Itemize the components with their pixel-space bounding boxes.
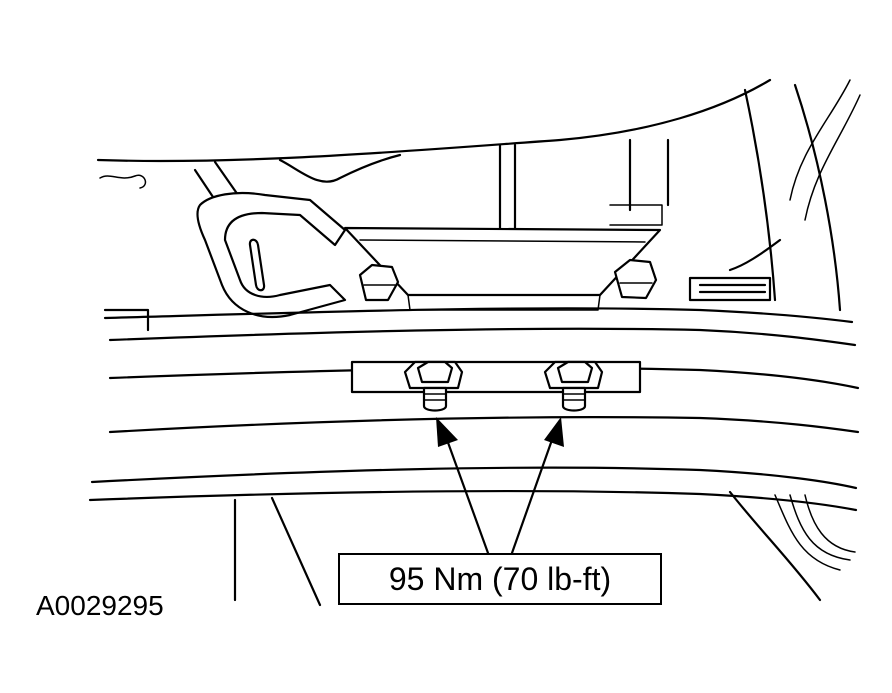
center-right-bracket: [609, 204, 663, 226]
center-right-rod: [628, 138, 670, 212]
right-clip: [688, 276, 772, 302]
lower-left-bolt: [403, 360, 464, 412]
right-frame-line-2: [793, 83, 842, 312]
upper-left-bolt: [358, 263, 400, 302]
floor-pan-edge: [99, 174, 147, 189]
right-frame-line: [743, 88, 777, 302]
crossmember-edge-1: [108, 327, 857, 347]
slot-hole: [248, 238, 266, 292]
upper-right-bolt: [613, 258, 658, 300]
torque-value: 95 Nm (70 lb-ft): [388, 560, 612, 597]
leader-line-right: [510, 435, 555, 555]
lower-left-strut: [233, 496, 322, 607]
left-end-tab: [103, 308, 150, 332]
crossmember-edge-3: [108, 416, 860, 434]
arrow-head-right: [544, 417, 564, 447]
leader-line-left: [444, 435, 490, 555]
arrow-head-left: [436, 417, 458, 447]
mount-insulator-face: [359, 239, 646, 311]
torque-callout: 95 Nm (70 lb-ft): [338, 553, 662, 605]
wiring-harness: [774, 494, 856, 571]
right-bracket-line: [728, 238, 782, 272]
crossmember-bottom: [90, 466, 858, 490]
crossmember-bottom-2: [88, 490, 858, 512]
floor-pan: [96, 78, 772, 163]
lower-right-bolt: [543, 360, 604, 412]
figure-id: A0029295: [36, 590, 164, 621]
crossmember-top: [103, 307, 854, 324]
center-rod: [498, 143, 517, 232]
left-bracket: [196, 191, 347, 319]
right-frame-line-3: [789, 79, 851, 201]
lower-right-strut: [728, 490, 822, 602]
upper-component: [278, 153, 402, 183]
right-frame-line-4: [804, 94, 861, 221]
